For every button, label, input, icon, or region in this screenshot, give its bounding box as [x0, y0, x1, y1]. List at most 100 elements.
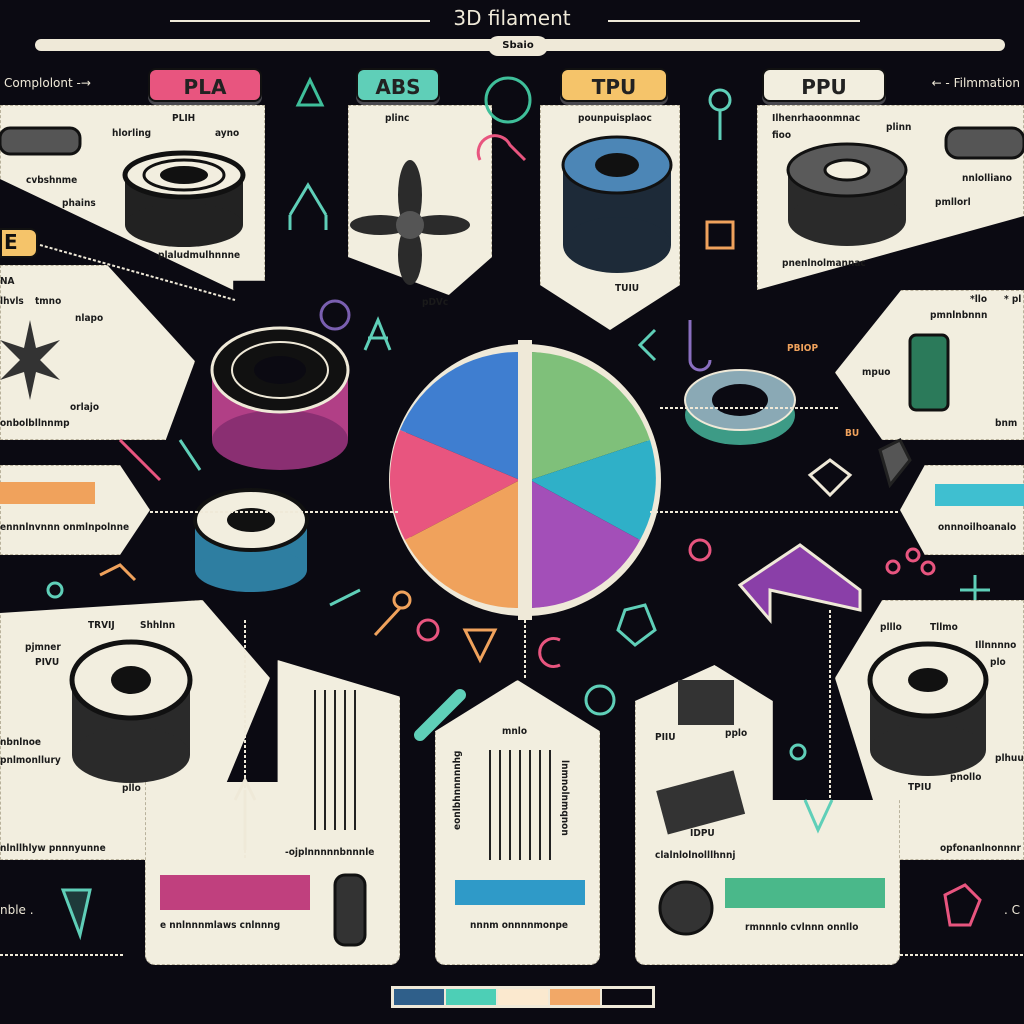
spool-ppu-icon: [786, 142, 908, 246]
person-icon: [708, 88, 732, 112]
sphere-icon: [484, 76, 532, 124]
left-note: Complolont -→: [4, 76, 91, 90]
label: plinn: [886, 122, 912, 133]
label: orlajo: [70, 402, 100, 413]
label: mpuo: [862, 367, 891, 378]
tube-icon: [333, 873, 367, 947]
link-icon: [46, 581, 64, 599]
filament-rod-icon: [0, 126, 82, 156]
anchor-icon: [803, 799, 834, 834]
tab-ppu[interactable]: PPU: [762, 68, 886, 102]
label: e nnlnnnmlaws cnlnnng: [160, 920, 281, 931]
center-filament-wheel-icon: [389, 340, 661, 620]
label: tmno: [35, 296, 62, 307]
spool-tpu-icon: [561, 135, 673, 273]
decorative-icons: [46, 76, 990, 941]
molecule-icon: [584, 684, 616, 716]
label: TPIU: [908, 782, 932, 793]
color-palette: [391, 986, 655, 1008]
panel-right-strip: [900, 465, 1024, 555]
label: nbnlnoe: [0, 737, 42, 748]
swatch-teal: [446, 989, 496, 1005]
label: TUIU: [615, 283, 640, 294]
spool-pla-icon: [122, 150, 246, 247]
key-icon: [392, 590, 412, 610]
label: lhvls: [0, 296, 24, 307]
label: bnm: [995, 418, 1018, 429]
footer-note-left: nble .: [0, 903, 34, 917]
spool-left-bottom-icon: [69, 639, 193, 783]
label: plllo: [880, 622, 902, 633]
box-icon: [705, 220, 735, 250]
label: *llo: [970, 294, 988, 305]
syringe-icon: [118, 438, 162, 482]
label: plaludmulhnnne: [158, 250, 241, 261]
label: rmnnnlo cvlnnn onnllo: [745, 922, 859, 933]
label: pjmner: [25, 642, 61, 653]
label: eonlbhnnnnnhg: [452, 750, 463, 831]
cylinder-icon: [908, 333, 950, 412]
label: pllo: [122, 783, 141, 794]
filament-strips: [0, 482, 1024, 910]
label: Tllmo: [930, 622, 958, 633]
label: -ojplnnnnnbnnnle: [285, 847, 375, 858]
shell-icon: [60, 888, 92, 941]
swatch-blue: [394, 989, 444, 1005]
spool-left-mid-icon: [210, 326, 350, 470]
tab-tpu[interactable]: TPU: [560, 68, 668, 102]
nozzle-icon: [414, 689, 466, 741]
label: pDVc: [422, 297, 449, 308]
label: nlapo: [75, 313, 104, 324]
wheel-icon: [658, 880, 714, 936]
tool-icon: [178, 439, 202, 471]
label: onbolbllnnmp: [0, 418, 70, 429]
label: pnlmonllury: [0, 755, 61, 766]
label: * pl: [1004, 294, 1022, 305]
tab-abs[interactable]: ABS: [356, 68, 440, 102]
label: ayno: [215, 128, 240, 139]
title-rule-right: [608, 20, 860, 22]
label: nlnllhlyw pnnnyunne: [0, 843, 106, 854]
label: pnenlnolmannac: [782, 258, 866, 269]
tree-icon: [233, 776, 257, 850]
label: plo: [990, 657, 1006, 668]
page-title: 3D filament: [453, 6, 571, 30]
hook-icon: [476, 134, 527, 162]
triangle-icon: [295, 76, 325, 107]
label: nnlolliano: [962, 173, 1012, 184]
polyhedron-icon: [943, 883, 982, 927]
letter-a-icon: [363, 316, 392, 351]
label: TRVIJ: [88, 620, 115, 631]
label: pmllorl: [935, 197, 971, 208]
filament-bundles: [314, 690, 551, 860]
tab-pla[interactable]: PLA: [148, 68, 262, 102]
anchor-icon: [688, 320, 712, 372]
label: PIVU: [35, 657, 60, 668]
label: fioo: [772, 130, 792, 141]
zigzag-filament-icon: [737, 543, 862, 625]
link-icon: [329, 588, 361, 607]
label: PLIH: [172, 113, 196, 124]
label: IDPU: [690, 828, 715, 839]
label: hlorling: [112, 128, 152, 139]
block-icon: [678, 680, 734, 725]
spool-right-mid-icon: [684, 369, 796, 445]
panel-left-strip: [0, 465, 150, 555]
label: pmnlnbnnn: [930, 310, 988, 321]
label: phains: [62, 198, 96, 209]
label: pplo: [725, 728, 748, 739]
tab-partial[interactable]: E: [0, 228, 38, 258]
label: plinc: [385, 113, 410, 124]
hourglass-icon: [462, 628, 498, 664]
coil-icon: [319, 299, 351, 331]
gear-icon: [688, 538, 712, 562]
label: pounpuisplaoc: [578, 113, 652, 124]
shard-icon: [878, 437, 912, 489]
swatch-cream: [498, 989, 548, 1005]
header-badge: Sbaio: [488, 36, 548, 56]
title-rule-left: [170, 20, 430, 22]
spool-left-small-icon: [193, 488, 309, 592]
spool-right-bottom-icon: [867, 641, 989, 776]
connector-lines: [0, 244, 1024, 956]
footer-note-right: . C: [1004, 903, 1021, 917]
